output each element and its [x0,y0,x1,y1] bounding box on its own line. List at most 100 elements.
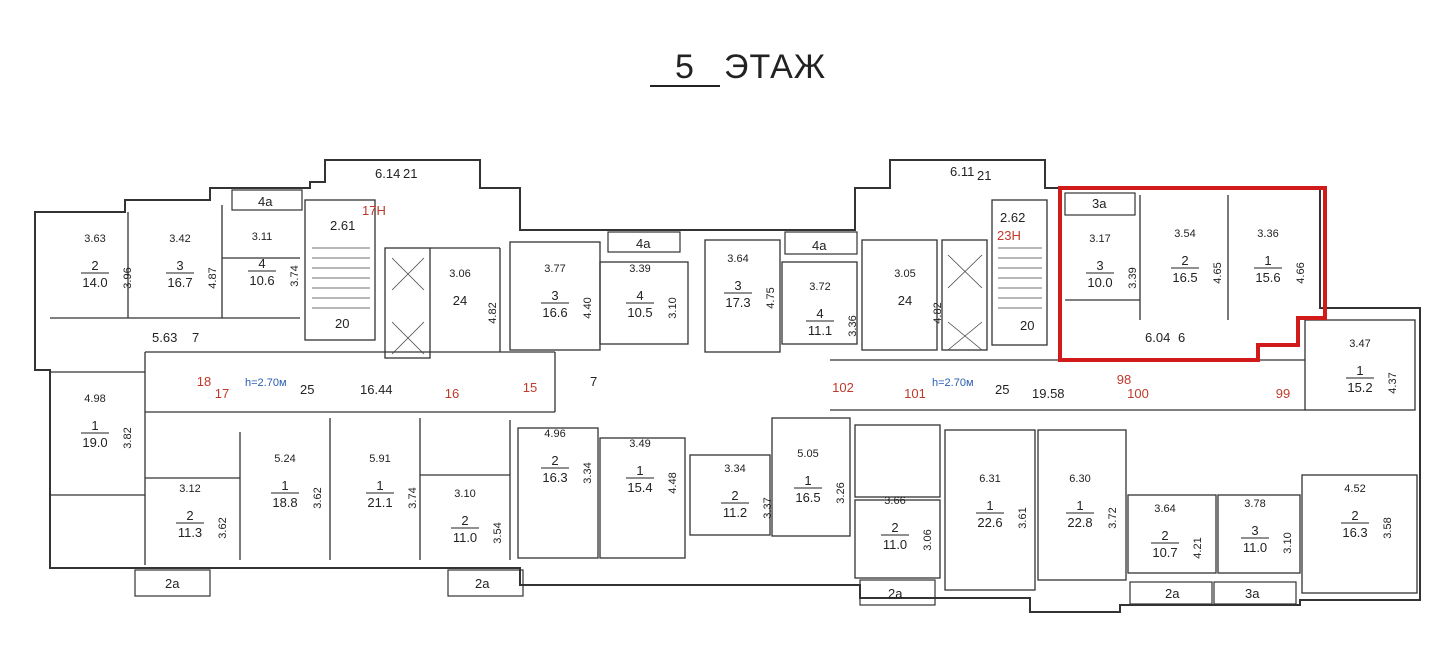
room-depth: 3.96 [122,267,134,288]
room-number: 4 [816,306,823,321]
room-depth: 3.82 [122,427,134,448]
room-number: 2 [1181,253,1188,268]
room-number: 1 [804,473,811,488]
room-depth: 4.66 [1295,262,1307,283]
balcony-3a-top: 3а [1092,196,1107,211]
room-area: 10.7 [1152,545,1177,560]
room-width: 3.64 [727,253,748,265]
top-right-no: 21 [977,168,991,183]
room-area: 11.0 [453,530,477,545]
balcony-2a-right: 2а [888,586,903,601]
room-width: 3.78 [1244,498,1265,510]
room-label: 243.054.82 [894,268,944,324]
walls [34,159,1421,613]
room-number: 2 [1161,528,1168,543]
room-depth: 3.62 [217,517,229,538]
room-width: 5.05 [797,448,818,460]
room-width: 5.24 [274,453,295,465]
hall-left-no: 7 [192,330,199,345]
room-area: 22.8 [1067,515,1092,530]
room-number: 2 [91,258,98,273]
corridor-left-length: 16.44 [360,382,393,397]
room-label: 1 22.8 6.30 3.72 [1066,473,1119,530]
room-number: 2 [551,453,558,468]
room-width: 3.47 [1349,338,1370,350]
room-width: 3.06 [449,268,470,280]
room-label: 211.03.663.06 [881,495,934,552]
room-area: 10.0 [1087,275,1112,290]
room-width: 3.66 [884,495,905,507]
top-right-dims: 6.11 [950,164,974,179]
room-area: 16.7 [167,275,192,290]
balcony-2a-far-right: 2а [1165,586,1180,601]
balcony-2a-left: 2а [165,576,180,591]
misc-labels: 2.61 20 2.62 20 6.14 21 6.11 21 17Н 23Н … [152,164,1260,601]
room-label: 115.63.364.66 [1254,228,1307,285]
balcony-4a-center: 4а [636,236,651,251]
room-depth: 3.72 [1107,507,1119,528]
apartment-number: 18 [197,374,211,389]
room-label: 116.55.053.26 [794,448,847,505]
room-number: 2 [891,520,898,535]
room-width: 3.05 [894,268,915,280]
hall-right-no: 6 [1178,330,1185,345]
room-number: 4 [636,288,643,303]
hall-center-no: 7 [590,374,597,389]
apartment-number: 101 [904,386,926,401]
room-number: 3 [1251,523,1258,538]
room-number: 1 [1076,498,1083,513]
rooms-layer: 214.03.633.96316.73.424.87410.63.113.741… [81,228,1399,560]
stair-left-width: 2.61 [330,218,355,233]
room-label: 216.53.544.65 [1171,228,1224,285]
room-width: 3.42 [169,233,190,245]
stair-right-no: 20 [1020,318,1034,333]
floor-word: ЭТАЖ [724,48,827,86]
room-width: 3.49 [629,438,650,450]
room-label: 119.04.983.82 [81,393,134,450]
room-number: 2 [461,513,468,528]
room-label: 211.03.103.54 [451,488,504,545]
room-label: 243.064.82 [449,268,499,324]
room-depth: 4.87 [207,267,219,288]
room-area: 11.0 [1243,540,1267,555]
room-label: 216.34.963.34 [541,428,594,485]
balcony-3a-bottom: 3а [1245,586,1260,601]
stair-left-no: 20 [335,316,349,331]
room-number: 24 [898,293,912,308]
room-area: 11.0 [883,537,907,552]
room-width: 6.30 [1069,473,1090,485]
room-label: 122.66.313.61 [976,473,1029,530]
top-left-no: 21 [403,166,417,181]
room-depth: 3.34 [582,462,594,483]
room-depth: 3.58 [1382,517,1394,538]
room-width: 4.96 [544,428,565,440]
room-label: 211.33.123.62 [176,483,229,540]
room-number: 3 [176,258,183,273]
room-area: 11.1 [808,323,832,338]
room-number: 1 [636,463,643,478]
room-width: 3.36 [1257,228,1278,240]
room-label: 115.43.494.48 [626,438,679,495]
room-depth: 3.61 [1017,507,1029,528]
room-area: 15.2 [1347,380,1372,395]
room-depth: 4.40 [582,297,594,318]
selected-apartment-outline [1058,186,1327,362]
room-depth: 3.26 [835,482,847,503]
stairs [312,247,1042,355]
room-width: 4.98 [84,393,105,405]
room-number: 1 [1264,253,1271,268]
apartment-number: 98 [1117,372,1131,387]
room-width: 3.10 [454,488,475,500]
room-area: 11.2 [723,505,747,520]
room-area: 10.5 [627,305,652,320]
room-label: 316.63.774.40 [541,263,594,320]
room-number: 3 [734,278,741,293]
apartment-number: 15 [523,380,537,395]
room-width: 3.77 [544,263,565,275]
room-width: 3.11 [252,231,273,243]
room-width: 3.63 [84,233,105,245]
apartment-number: 99 [1276,386,1290,401]
room-label: 3 16.7 3.42 4.87 [166,233,219,290]
room-number: 1 [986,498,993,513]
